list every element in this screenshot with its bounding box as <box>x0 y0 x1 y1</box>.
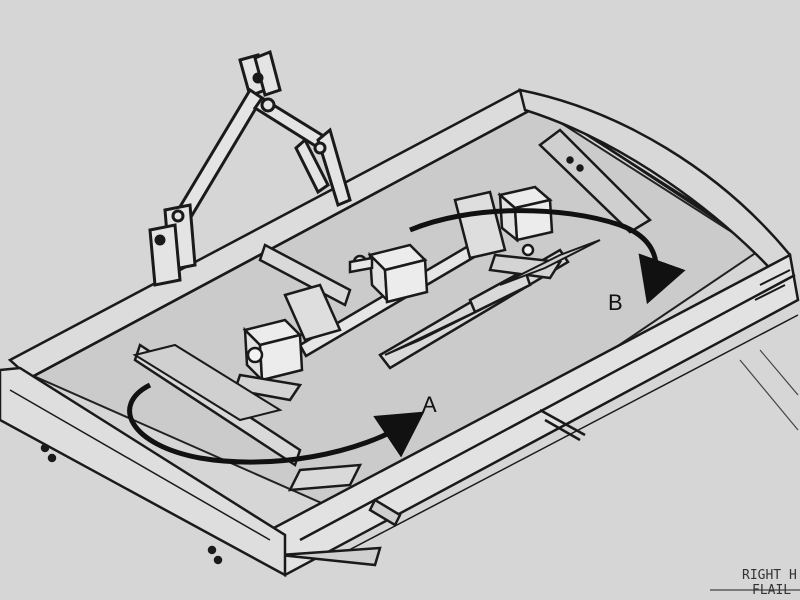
label-b: B <box>608 290 623 315</box>
blade-carriers <box>132 239 601 422</box>
corner-text-line1: RIGHT H <box>742 568 797 583</box>
rotation-arrow-b <box>409 208 686 305</box>
label-a: A <box>422 392 437 417</box>
gearbox-left <box>233 283 342 402</box>
three-point-hitch <box>148 49 352 287</box>
gearbox-right <box>453 185 563 280</box>
rotation-arrow-a <box>127 382 425 465</box>
gearbox-center <box>348 243 429 304</box>
corner-text-line2: FLAIL <box>752 583 791 598</box>
left-side-skirt <box>0 366 287 578</box>
corner-inset <box>710 349 800 591</box>
